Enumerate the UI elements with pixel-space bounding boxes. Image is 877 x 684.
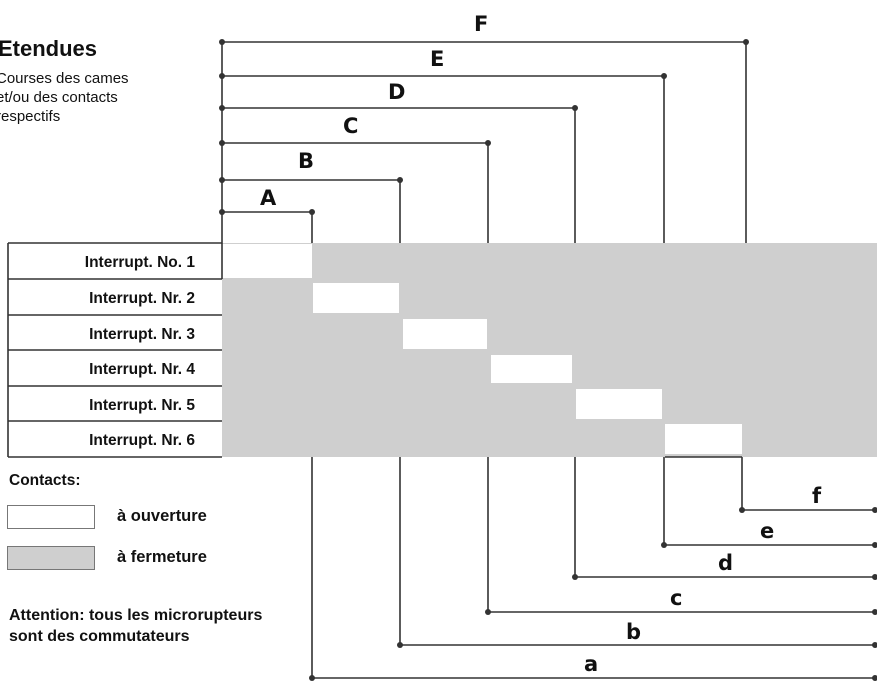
note-line-2: sont des commutateurs	[9, 628, 190, 645]
subtitle-line-3: respectifs	[0, 108, 61, 125]
bracket-label-b: b	[626, 620, 642, 644]
open-cell-1	[222, 244, 312, 278]
bracket-label-D: D	[388, 80, 406, 104]
bracket-label-B: B	[298, 149, 315, 173]
bracket-label-c: c	[670, 586, 683, 610]
open-cell-5	[576, 389, 662, 419]
bracket-label-F: F	[474, 12, 489, 36]
open-cell-4	[491, 355, 572, 383]
bracket-label-e: e	[760, 519, 775, 543]
legend-open-swatch	[7, 505, 95, 529]
bracket-label-C: C	[343, 114, 359, 138]
legend-closed-swatch	[7, 546, 95, 570]
open-cell-2	[313, 283, 399, 313]
row-label-5: Interrupt. Nr. 5	[89, 397, 195, 414]
legend-closed-label: à fermeture	[117, 548, 207, 566]
row-label-6: Interrupt. Nr. 6	[89, 432, 195, 449]
bracket-label-d: d	[718, 551, 734, 575]
bracket-label-A: A	[260, 186, 277, 210]
bracket-label-f: f	[812, 484, 822, 508]
row-label-4: Interrupt. Nr. 4	[89, 361, 195, 378]
subtitle-line-2: et/ou des contacts	[0, 89, 118, 106]
bottom-brackets	[311, 456, 877, 679]
subtitle-line-1: Courses des cames	[0, 70, 129, 87]
row-divider-lines	[7, 242, 222, 458]
row-label-3: Interrupt. Nr. 3	[89, 326, 195, 343]
bottom-bracket-dots	[309, 507, 877, 681]
bracket-label-E: E	[430, 47, 445, 71]
legend-title: Contacts:	[9, 472, 81, 489]
diagram-title: Etendues	[0, 36, 98, 61]
note-line-1: Attention: tous les microrupteurs	[9, 607, 263, 624]
open-cell-3	[403, 319, 487, 349]
closed-region	[222, 243, 877, 457]
row-label-1: Interrupt. No. 1	[84, 254, 195, 271]
open-cell-6	[665, 424, 742, 454]
row-label-2: Interrupt. Nr. 2	[89, 290, 195, 307]
legend-open-label: à ouverture	[117, 507, 207, 525]
top-bracket-dots	[219, 39, 749, 215]
bracket-label-a: a	[584, 652, 599, 676]
